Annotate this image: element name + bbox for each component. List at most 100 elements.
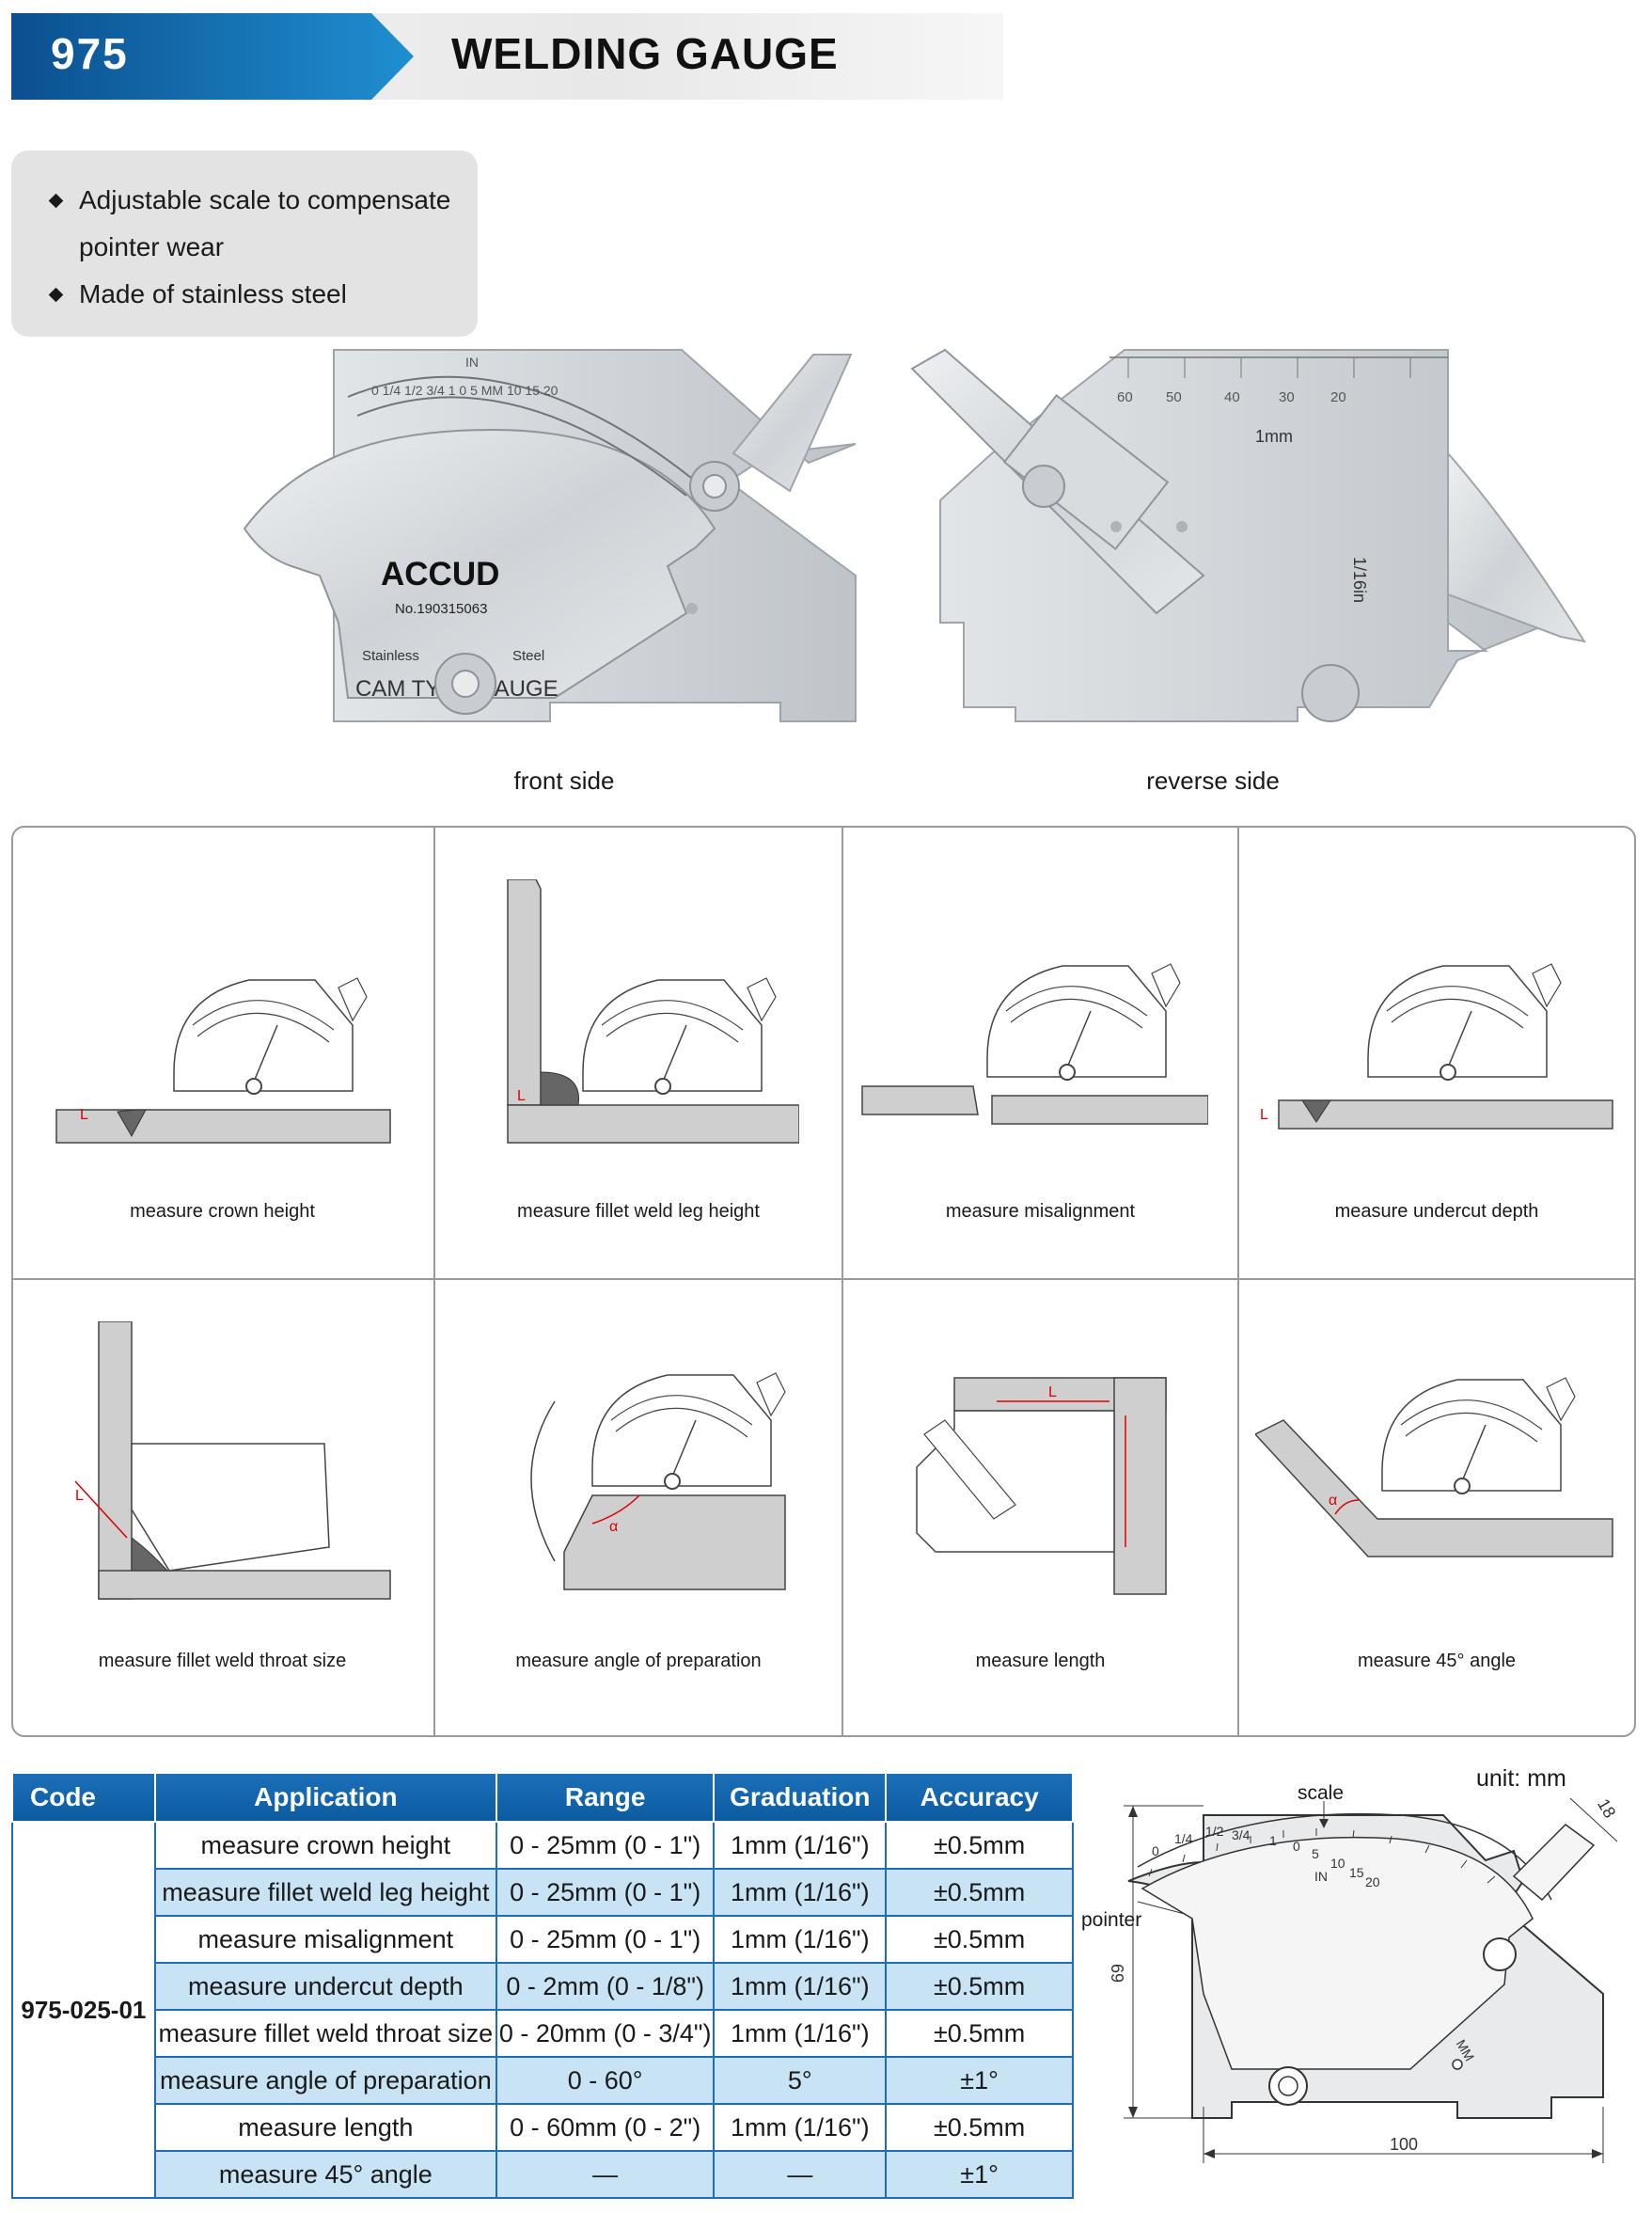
product-code: 975 <box>51 29 129 78</box>
table-row: measure undercut depth 0 - 2mm (0 - 1/8"… <box>12 1962 1074 2011</box>
cell-range: 0 - 60° <box>495 2056 716 2105</box>
front-side-caption: front side <box>513 767 615 795</box>
table-row: measure 45° angle — — ±1° <box>12 2150 1074 2199</box>
svg-text:L: L <box>1048 1384 1057 1400</box>
svg-text:5: 5 <box>1312 1846 1319 1861</box>
feature-item: Made of stainless steel <box>39 271 463 318</box>
header-code-tab <box>11 13 414 100</box>
cell-accuracy: ±0.5mm <box>885 2009 1074 2058</box>
cell-graduation: 1mm (1/16") <box>713 1962 888 2011</box>
illustration-misalignment <box>861 963 1208 1125</box>
svg-text:1: 1 <box>1269 1833 1277 1848</box>
svg-text:L: L <box>1260 1107 1268 1123</box>
svg-text:L: L <box>517 1088 526 1104</box>
cell-caption: measure length <box>975 1651 1106 1671</box>
svg-text:L: L <box>80 1107 88 1123</box>
svg-text:α: α <box>609 1519 618 1535</box>
svg-text:50: 50 <box>1166 389 1182 405</box>
svg-text:Stainless: Stainless <box>362 648 419 664</box>
cell-accuracy: ±0.5mm <box>885 1868 1074 1917</box>
cell-accuracy: ±0.5mm <box>885 1962 1074 2011</box>
illustration-undercut-depth: L <box>1260 963 1613 1130</box>
svg-text:0 1/4 1/2 3/4 1 0: 0 1/4 1/2 3/4 1 0 5 MM 10 15 20 <box>371 383 559 398</box>
cell-range: — <box>495 2150 716 2199</box>
cell-caption: measure undercut depth <box>1334 1201 1539 1222</box>
svg-text:40: 40 <box>1224 389 1240 405</box>
cell-graduation: 1mm (1/16") <box>713 1821 888 1870</box>
illustration-crown-height: L <box>55 977 391 1144</box>
cell-application: measure misalignment <box>153 1915 497 1964</box>
reverse-side-caption: reverse side <box>1146 767 1280 795</box>
usage-illustration-grid <box>11 826 1636 1737</box>
svg-text:15: 15 <box>1349 1865 1364 1880</box>
table-row: measure angle of preparation 0 - 60° 5° … <box>12 2056 1074 2105</box>
column-header: Range <box>495 1772 716 1823</box>
cell-application: measure undercut depth <box>153 1962 497 2011</box>
product-code-cell: 975-025-01 <box>11 1821 156 2199</box>
svg-text:L: L <box>75 1488 84 1504</box>
column-header: Accuracy <box>885 1772 1074 1823</box>
svg-text:1mm: 1mm <box>1255 427 1293 446</box>
svg-text:No.190315063: No.190315063 <box>395 601 487 617</box>
cell-graduation: 1mm (1/16") <box>713 1915 888 1964</box>
grid-divider <box>842 826 843 1737</box>
bullet-icon <box>48 287 64 303</box>
illustration-throat-size: L <box>74 1321 391 1600</box>
cell-accuracy: ±0.5mm <box>885 1915 1074 1964</box>
cell-caption: measure angle of preparation <box>515 1651 762 1671</box>
svg-text:0: 0 <box>1293 1839 1300 1854</box>
column-header: Code <box>11 1772 156 1823</box>
table-row: measure misalignment 0 - 25mm (0 - 1") 1… <box>12 1915 1074 1964</box>
grid-divider <box>1237 826 1239 1737</box>
table-header-row: Code Application Range Graduation Accura… <box>11 1772 1074 1823</box>
svg-text:IN: IN <box>465 355 479 370</box>
page-title: WELDING GAUGE <box>451 29 839 78</box>
illustration-angle-of-preparation: α <box>530 1372 786 1590</box>
cell-application: measure length <box>153 2103 497 2152</box>
table-row: 975-025-01 measure crown height 0 - 25mm… <box>11 1821 1074 2199</box>
table-row: measure fillet weld leg height 0 - 25mm … <box>12 1868 1074 1917</box>
cell-range: 0 - 25mm (0 - 1") <box>495 1915 716 1964</box>
svg-text:0: 0 <box>1152 1843 1159 1858</box>
brand-logo: ACCUD <box>381 556 499 593</box>
table-row: measure length 0 - 60mm (0 - 2") 1mm (1/… <box>12 2103 1074 2152</box>
cell-caption: measure fillet weld leg height <box>517 1201 760 1222</box>
bullet-icon <box>48 193 64 209</box>
cell-caption: measure misalignment <box>945 1201 1136 1222</box>
svg-text:1/4: 1/4 <box>1174 1831 1193 1846</box>
cell-graduation: — <box>713 2150 888 2199</box>
cell-range: 0 - 25mm (0 - 1") <box>495 1868 716 1917</box>
cell-range: 0 - 20mm (0 - 3/4") <box>495 2009 716 2058</box>
cell-application: measure fillet weld throat size <box>153 2009 497 2058</box>
cell-accuracy: ±0.5mm <box>885 2103 1074 2152</box>
feature-item-continued: pointer wear <box>79 232 225 261</box>
front-side-gauge-image: 0 1/4 1/2 3/4 1 0 5 MM 10 15 20 IN ACCUD… <box>243 349 857 722</box>
illustration-45-angle: α <box>1255 1377 1613 1557</box>
cell-caption: measure crown height <box>130 1201 315 1222</box>
svg-text:Steel: Steel <box>512 648 544 664</box>
cell-application: measure angle of preparation <box>153 2056 497 2105</box>
svg-text:1/2: 1/2 <box>1205 1824 1224 1839</box>
cell-range: 0 - 60mm (0 - 2") <box>495 2103 716 2152</box>
cell-graduation: 5° <box>713 2056 888 2105</box>
cell-accuracy: ±1° <box>885 2056 1074 2105</box>
cell-accuracy: ±0.5mm <box>885 1821 1074 1870</box>
cell-caption: measure fillet weld throat size <box>98 1651 347 1671</box>
svg-text:20: 20 <box>1365 1874 1380 1889</box>
svg-text:30: 30 <box>1279 389 1295 405</box>
pointer-callout: pointer <box>1081 1909 1142 1931</box>
dimension-drawing: 0 1/4 1/2 3/4 1 0 5 10 15 20 IN MM 69 10… <box>1108 1795 1619 2163</box>
cell-caption: measure 45° angle <box>1357 1651 1517 1671</box>
spec-table: Code Application Range Graduation Accura… <box>11 1772 1074 2199</box>
cell-graduation: 1mm (1/16") <box>713 2009 888 2058</box>
feature-item: Adjustable scale to compensate <box>39 177 463 224</box>
svg-text:3/4: 3/4 <box>1232 1827 1251 1842</box>
svg-text:69: 69 <box>1108 1964 1126 1983</box>
svg-text:1/16in: 1/16in <box>1350 557 1369 603</box>
svg-text:α: α <box>1329 1493 1337 1509</box>
cell-application: measure fillet weld leg height <box>153 1868 497 1917</box>
cell-graduation: 1mm (1/16") <box>713 2103 888 2152</box>
cell-application: measure 45° angle <box>153 2150 497 2199</box>
svg-text:18: 18 <box>1594 1795 1619 1821</box>
